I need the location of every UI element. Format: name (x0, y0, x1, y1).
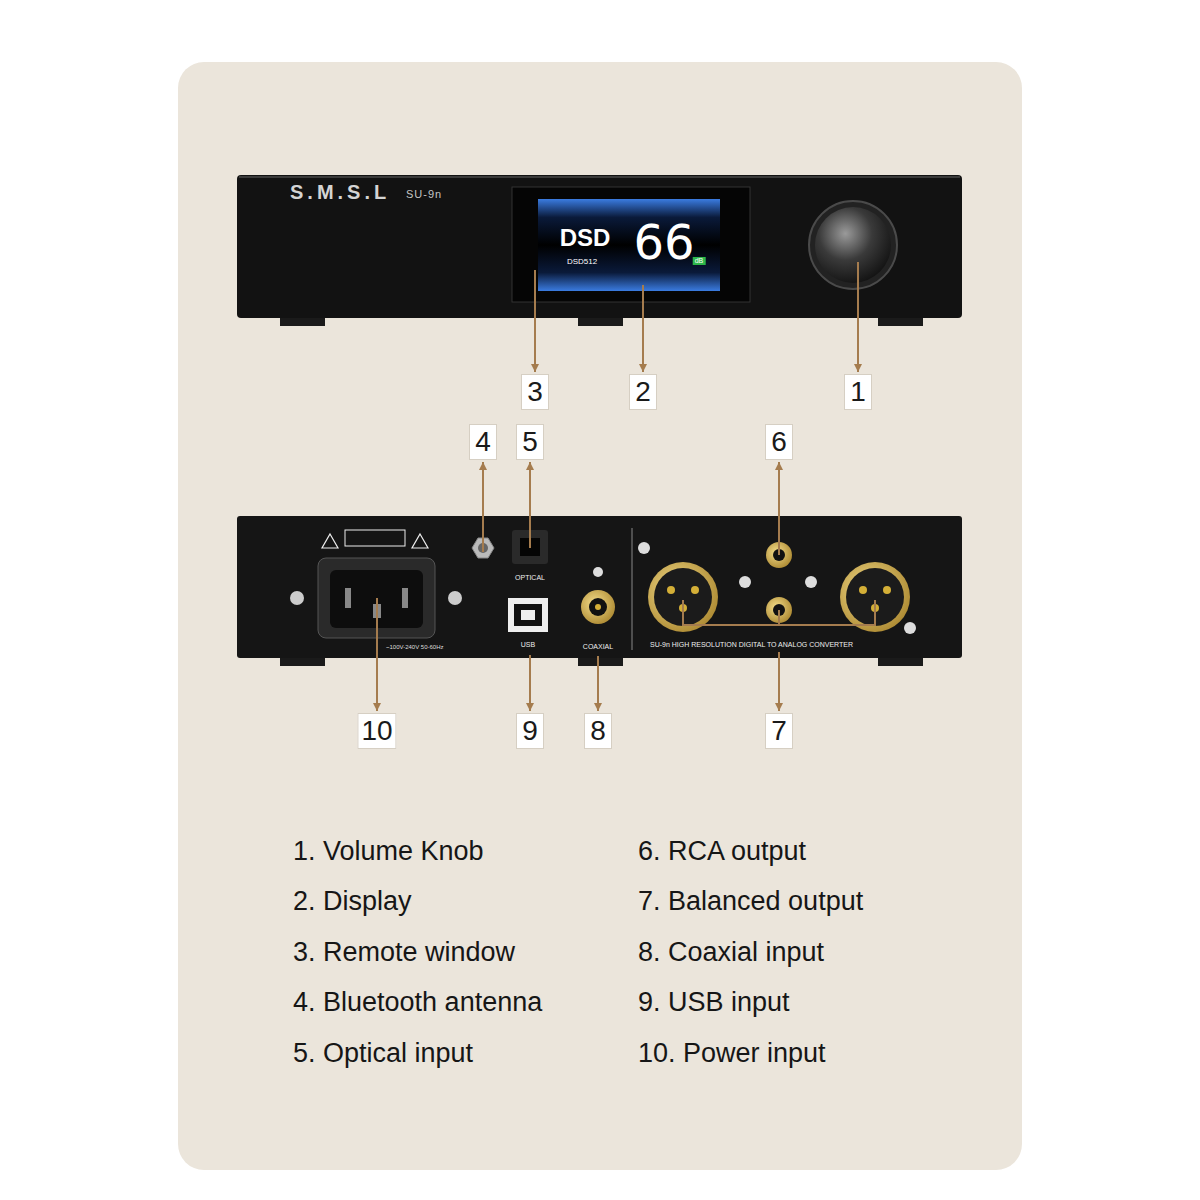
key-item: 6. RCA output (638, 836, 806, 867)
volume-knob (815, 207, 891, 283)
leader-lines (377, 262, 875, 711)
coaxial-jack (581, 590, 615, 624)
screw (904, 622, 916, 634)
callout-number: 2 (629, 374, 657, 410)
warning-box (345, 530, 405, 546)
edge-highlight (239, 176, 960, 178)
rating-text: ~100V-240V 50-60Hz (386, 644, 444, 651)
key-item: 4. Bluetooth antenna (293, 987, 542, 1018)
usb-tongue (521, 610, 535, 620)
power-pin (345, 588, 351, 608)
warning-triangle (412, 534, 428, 548)
leader-line (529, 655, 531, 711)
warning-triangle (322, 534, 338, 548)
usb-socket (514, 604, 542, 626)
leader-bracket (683, 600, 875, 625)
coaxial-pin (595, 604, 601, 610)
xlr-pin (691, 586, 699, 594)
callout-number: 3 (521, 374, 549, 410)
key-item: 5. Optical input (293, 1038, 473, 1069)
screw (448, 591, 462, 605)
key-item: 2. Display (293, 886, 412, 917)
callout-number: 5 (516, 424, 544, 460)
key-item: 1. Volume Knob (293, 836, 484, 867)
rear-panel (237, 516, 962, 658)
display-screen (538, 199, 720, 291)
brand-logo: S.M.S.L (290, 181, 390, 204)
display-format: DSD (560, 224, 611, 252)
port-label: COAXIAL (583, 643, 613, 651)
leader-line (534, 270, 536, 372)
key-item: 10. Power input (638, 1038, 826, 1069)
display-frame (512, 187, 750, 302)
key-item: 3. Remote window (293, 937, 515, 968)
display-unit: dB (693, 257, 706, 265)
front-panel (237, 175, 962, 318)
callout-number: 10 (357, 713, 396, 749)
screw (290, 591, 304, 605)
coaxial-socket (589, 598, 607, 616)
power-pin (402, 588, 408, 608)
port-label: OPTICAL (515, 574, 545, 582)
key-item: 9. USB input (638, 987, 790, 1018)
panel-text: SU-9n HIGH RESOLUTION DIGITAL TO ANALOG … (650, 641, 853, 649)
callout-number: 7 (765, 713, 793, 749)
callout-number: 9 (516, 713, 544, 749)
leader-line (482, 462, 484, 552)
leader-line (642, 285, 644, 372)
display-volume: 66 (633, 215, 694, 270)
knob-ring (809, 201, 897, 289)
callout-number: 1 (844, 374, 872, 410)
callout-number: 8 (584, 713, 612, 749)
leader-line (529, 462, 531, 548)
usb-port (508, 598, 548, 632)
leader-line (376, 598, 378, 711)
key-item: 8. Coaxial input (638, 937, 824, 968)
screw (805, 576, 817, 588)
screw (593, 567, 603, 577)
leader-line (778, 652, 780, 711)
port-label: USB (521, 641, 535, 649)
callout-number: 6 (765, 424, 793, 460)
display-rate: DSD512 (567, 257, 597, 266)
xlr-pin (667, 586, 675, 594)
leader-line (778, 462, 780, 555)
xlr-pin (883, 586, 891, 594)
leader-line (597, 656, 599, 711)
leader-line (857, 262, 859, 372)
key-item: 7. Balanced output (638, 886, 863, 917)
divider (632, 528, 633, 650)
model-name: SU-9n (406, 188, 442, 201)
callout-number: 4 (469, 424, 497, 460)
xlr-pin (859, 586, 867, 594)
screw (638, 542, 650, 554)
screw (739, 576, 751, 588)
leader-line (778, 610, 780, 625)
panel (178, 62, 1022, 1170)
